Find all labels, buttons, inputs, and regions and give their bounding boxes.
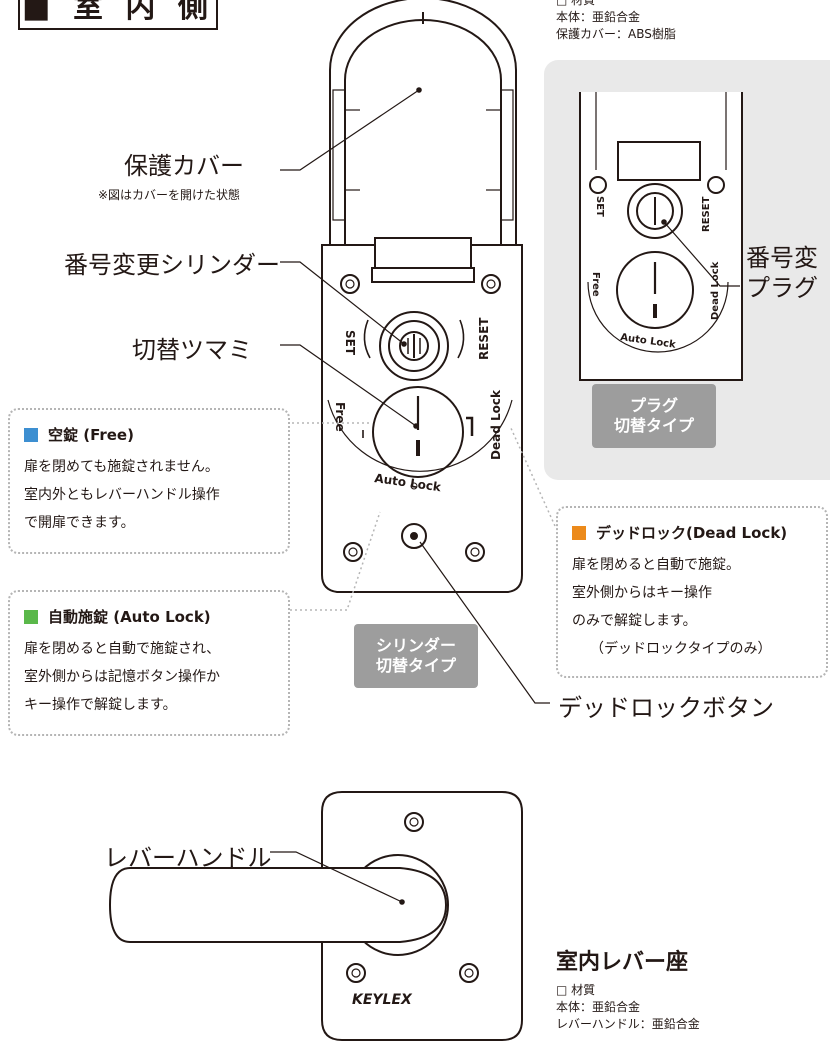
cylinder-type-line2: 切替タイプ [375,656,456,675]
plug-reset-mark: RESET [701,196,712,232]
auto-lock-line: キー操作で解錠します。 [24,697,177,713]
material-body: 本体：亜鉛合金 [556,10,641,24]
set-mark: SET [343,330,357,356]
dead-lock-box: デッドロック(Dead Lock) 扉を閉めると自動で施錠。 室外側からはキー操… [556,506,828,678]
plug-set-mark: SET [594,196,605,217]
plug-dead-lock-mark: Dead Lock [710,261,721,320]
cover-note: ※図はカバーを開けた状態 [98,188,241,202]
dead-lock-heading: デッドロック(Dead Lock) [572,522,812,543]
free-mode-line: で開扉できます。 [24,515,135,531]
dead-lock-line: 室外側からはキー操作 [572,585,712,601]
auto-lock-box: 自動施錠 (Auto Lock) 扉を閉めると自動で施錠され、 室外側からは記憶… [8,590,290,736]
cylinder-label: 番号変更シリンダー [64,251,280,279]
leader-lines [270,87,740,905]
material-heading: □ 材質 [556,0,596,7]
plug-free-mark: Free [590,272,601,297]
plug-label-bottom: プラグ [746,274,818,302]
auto-color-swatch [24,609,38,624]
free-color-swatch [24,427,38,442]
lever-plate-title: 室内レバー座 [556,950,689,975]
dotted-connectors [285,422,556,611]
plug-type-tag: プラグ 切替タイプ [592,384,716,448]
lever-plate-spec: 室内レバー座 □ 材質 本体：亜鉛合金 レバーハンドル：亜鉛合金 [556,944,700,1033]
free-mode-title: 空錠 (Free) [48,426,134,444]
dead-lock-title: デッドロック(Dead Lock) [596,524,788,542]
lever-handle-label: レバーハンドル [104,844,272,872]
auto-lock-line: 室外側からは記憶ボタン操作か [24,669,220,685]
lever-plate [108,791,523,1041]
knob-label: 切替ツマミ [132,336,252,364]
material-cover: 保護カバー：ABS樹脂 [556,27,676,41]
section-title: ■ 室 内 側 [18,0,218,30]
cylinder-type-line1: シリンダー [375,636,456,655]
lever-material-handle: レバーハンドル：亜鉛合金 [556,1017,700,1031]
deadlock-button-label: デッドロックボタン [558,694,774,722]
cover-label: 保護カバー [124,152,244,180]
lever-material-heading: □ 材質 [556,983,596,997]
dead-lock-line: 扉を閉めると自動で施錠。 [572,557,740,573]
auto-lock-line: 扉を閉めると自動で施錠され、 [24,641,221,657]
plug-zoom [579,92,743,381]
plug-type-line1: プラグ [629,396,678,415]
lever-material-body: 本体：亜鉛合金 [556,1000,641,1014]
auto-lock-heading: 自動施錠 (Auto Lock) [24,606,274,627]
dead-lock-line: （デッドロックタイプのみ） [590,641,772,657]
dead-color-swatch [572,525,586,540]
auto-lock-title: 自動施錠 (Auto Lock) [48,608,211,626]
material-spec: □ 材質 本体：亜鉛合金 保護カバー：ABS樹脂 [556,0,676,43]
keylex-logo: KEYLEX [352,992,413,1008]
lock-body [321,237,523,593]
cylinder-type-tag: シリンダー 切替タイプ [354,624,478,688]
free-mode-box: 空錠 (Free) 扉を閉めても施錠されません。 室内外ともレバーハンドル操作 … [8,408,290,554]
free-mode-heading: 空錠 (Free) [24,424,274,445]
plug-label-top: 番号変 [746,244,818,272]
dead-lock-line: のみで解錠します。 [572,613,697,629]
reset-mark: RESET [477,317,491,360]
free-mark: Free [333,402,347,432]
free-mode-line: 室内外ともレバーハンドル操作 [24,487,220,503]
plug-type-line2: 切替タイプ [613,416,694,435]
dead-lock-mark: Dead Lock [489,389,503,460]
protective-cover [329,0,517,250]
free-mode-line: 扉を閉めても施錠されません。 [24,459,219,475]
